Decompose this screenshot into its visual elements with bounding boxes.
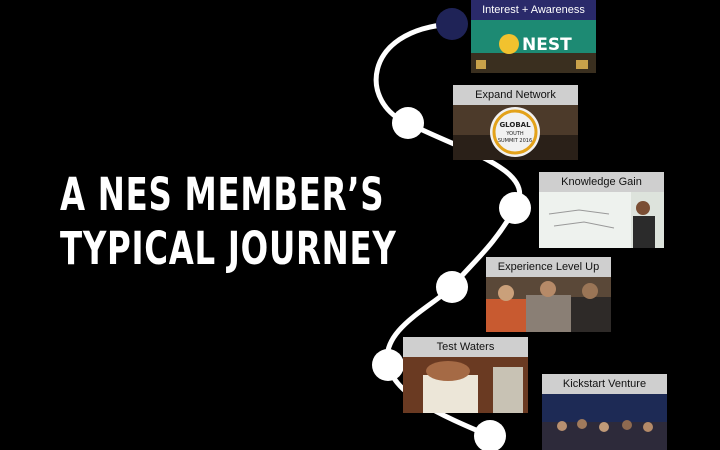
step-image: GLOBAL YOUTH SUMMIT 2016: [453, 105, 578, 160]
step-card-expand-network: Expand Network GLOBAL YOUTH SUMMIT 2016: [453, 85, 578, 160]
step-card-knowledge-gain: Knowledge Gain: [539, 172, 664, 248]
slide-title: A NES MEMBER’S TYPICAL JOURNEY: [60, 168, 397, 276]
step-label: Knowledge Gain: [539, 172, 664, 192]
journey-node-1: [436, 8, 468, 40]
step-image: NEST: [471, 20, 596, 73]
journey-node-5: [372, 349, 404, 381]
step-image: [539, 192, 664, 248]
journey-node-4: [436, 271, 468, 303]
step-image: [403, 357, 528, 413]
svg-text:YOUTH: YOUTH: [505, 131, 523, 137]
step-card-interest-awareness: Interest + Awareness NEST: [471, 0, 596, 73]
step-card-experience-level-up: Experience Level Up: [486, 257, 611, 332]
step-label: Experience Level Up: [486, 257, 611, 277]
step-label: Kickstart Venture: [542, 374, 667, 394]
slide-title-line-2: TYPICAL JOURNEY: [60, 222, 397, 275]
slide-title-line-1: A NES MEMBER’S: [60, 168, 385, 221]
journey-node-6: [474, 420, 506, 450]
svg-text:SUMMIT 2016: SUMMIT 2016: [498, 138, 532, 144]
summit-text: GLOBAL: [499, 121, 531, 129]
step-card-kickstart-venture: Kickstart Venture: [542, 374, 667, 450]
nest-logo-text: NEST: [522, 35, 572, 55]
step-image: [486, 277, 611, 332]
step-label: Interest + Awareness: [471, 0, 596, 20]
journey-node-3: [499, 192, 531, 224]
step-label: Test Waters: [403, 337, 528, 357]
journey-node-2: [392, 107, 424, 139]
step-card-test-waters: Test Waters: [403, 337, 528, 413]
step-image: [542, 394, 667, 450]
step-label: Expand Network: [453, 85, 578, 105]
